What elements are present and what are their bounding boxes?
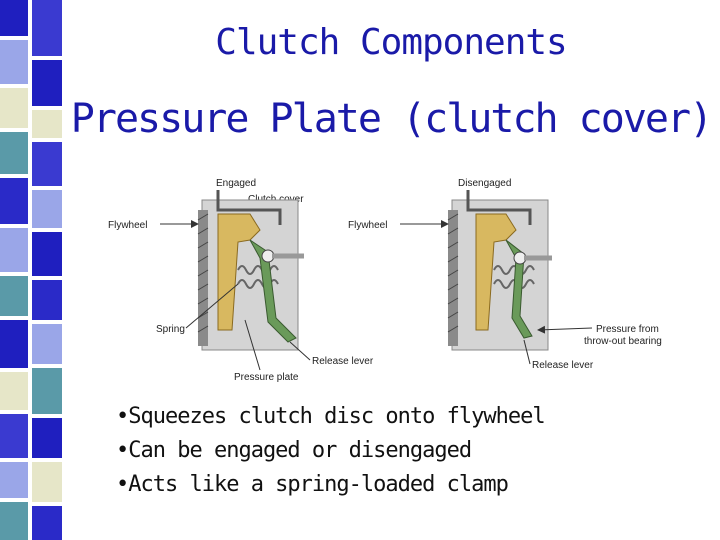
- throw-out-bearing-label: throw-out bearing: [584, 336, 662, 347]
- slide-subtitle: Pressure Plate (clutch cover): [70, 96, 713, 142]
- bullet-item: •Squeezes clutch disc onto flywheel: [116, 404, 546, 429]
- disengaged-heading: Disengaged: [458, 178, 511, 189]
- disengaged-view: Disengaged Flywheel Pressure from throw-…: [348, 178, 662, 371]
- spring-label: Spring: [156, 324, 185, 335]
- engaged-heading: Engaged: [216, 178, 256, 189]
- bullet-list: •Squeezes clutch disc onto flywheel •Can…: [116, 400, 546, 502]
- bullet-item: •Can be engaged or disengaged: [116, 438, 472, 463]
- engaged-view: Engaged Clutch cover Flywheel Spring Rel…: [108, 178, 374, 383]
- slide-title: Clutch Components: [215, 22, 567, 63]
- flywheel-label-disengaged: Flywheel: [348, 220, 387, 231]
- release-lever-label-engaged: Release lever: [312, 356, 374, 367]
- pressure-from-label: Pressure from: [596, 324, 659, 335]
- bullet-item: •Acts like a spring-loaded clamp: [116, 472, 509, 497]
- release-lever-label-disengaged: Release lever: [532, 360, 594, 371]
- pressure-plate-label: Pressure plate: [234, 372, 299, 383]
- pressure-plate-diagram: Engaged Clutch cover Flywheel Spring Rel…: [108, 178, 662, 383]
- decorative-stripe: [0, 0, 62, 540]
- flywheel-label-engaged: Flywheel: [108, 220, 147, 231]
